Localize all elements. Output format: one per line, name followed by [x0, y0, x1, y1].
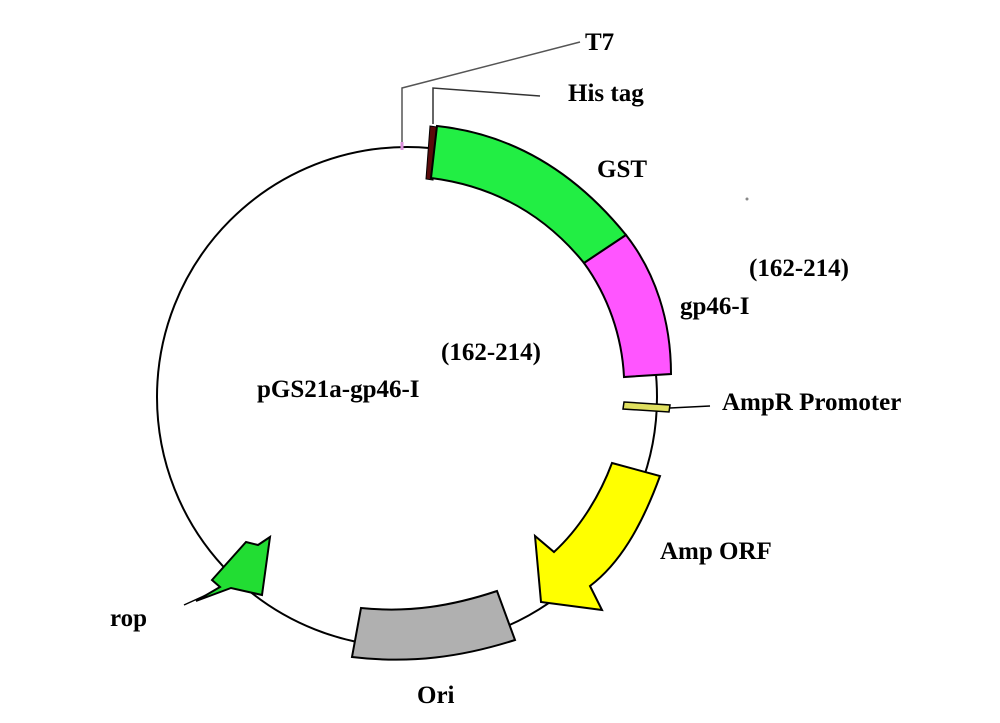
rop-leader — [183, 594, 207, 606]
ampr-promoter-leader — [669, 405, 711, 409]
t7-marker — [401, 41, 581, 147]
speck — [745, 197, 749, 201]
gp46-label: gp46-I — [680, 293, 749, 320]
plasmid-range-label: (162-214) — [441, 339, 541, 366]
gp46-segment — [582, 233, 673, 379]
his-tag-leader — [432, 87, 541, 124]
ori-segment — [350, 589, 517, 661]
his-tag-segment — [425, 125, 438, 181]
amp-orf-label: Amp ORF — [660, 538, 772, 565]
his-tag-label: His tag — [568, 80, 644, 107]
plasmid-name-label: pGS21a-gp46-I — [257, 376, 420, 403]
ampr-promoter-label: AmpR Promoter — [722, 389, 901, 416]
ampr-promoter-segment — [622, 401, 671, 413]
rop-segment — [195, 534, 272, 602]
ori-label: Ori — [417, 682, 455, 709]
amp-orf-segment — [533, 461, 662, 612]
gst-segment — [429, 124, 628, 265]
t7-label: T7 — [585, 29, 614, 56]
rop-label: rop — [110, 605, 147, 632]
gst-label: GST — [597, 156, 647, 183]
gp46-range-label: (162-214) — [749, 255, 849, 282]
